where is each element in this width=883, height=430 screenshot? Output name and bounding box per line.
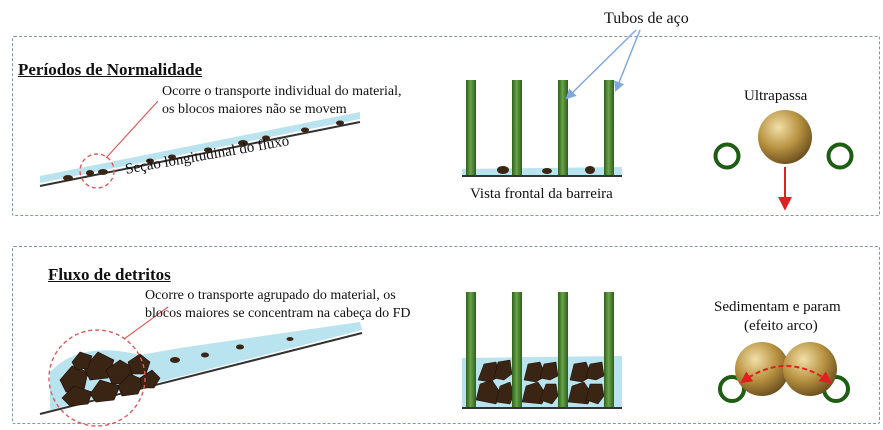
tube-section: [713, 142, 741, 170]
passes-illustration: [713, 110, 854, 211]
steel-tube: [604, 80, 614, 176]
boulder: [783, 342, 837, 396]
leader-line: [105, 100, 159, 159]
boulder-cluster: [59, 351, 161, 407]
rock-fill: [475, 359, 605, 405]
highlight-circle: [48, 329, 146, 427]
steel-tube: [512, 80, 522, 176]
leader-arrow: [614, 29, 641, 92]
highlight-circle: [79, 153, 115, 189]
small-rocks: [497, 166, 595, 174]
normal-barrier-front-view: [462, 29, 641, 177]
steel-tube: [466, 80, 476, 176]
settle-label-line-2: (efeito arco): [744, 318, 818, 334]
debris-note-line-2: blocos maiores se concentram na cabeça d…: [145, 306, 411, 321]
normal-note-line-1: Ocorre o transporte individual do materi…: [162, 84, 402, 99]
steel-tube: [512, 292, 522, 408]
debris-flow-title: Fluxo de detritos: [48, 265, 171, 284]
debris-barrier-front-view: [462, 292, 622, 409]
normal-period-panel: [12, 36, 880, 216]
steel-tube: [558, 80, 568, 176]
slope-line: [39, 121, 361, 187]
arch-arrow: [740, 365, 832, 384]
water-layer: [40, 112, 360, 183]
boulder: [735, 342, 789, 396]
debris-flow-panel: [12, 246, 880, 424]
slope-line: [39, 332, 363, 415]
tube-section: [826, 142, 854, 170]
settle-label-line-1: Sedimentam e param: [714, 299, 841, 315]
normal-flow-section: [39, 100, 361, 189]
boulder: [758, 110, 812, 164]
debris-flow-section: [39, 306, 363, 427]
leader-line: [123, 306, 169, 340]
front-view-label: Vista frontal da barreira: [470, 186, 613, 202]
normal-note-line-2: os blocos maiores não se movem: [162, 102, 347, 117]
small-rocks: [63, 120, 344, 181]
passes-label: Ultrapassa: [744, 88, 808, 104]
steel-tube: [466, 292, 476, 408]
small-rocks: [170, 337, 294, 363]
leader-arrow: [565, 29, 637, 100]
steel-tubes-label: Tubos de aço: [604, 10, 689, 27]
steel-tube: [604, 292, 614, 408]
debris-note-line-1: Ocorre o transporte agrupado do material…: [145, 288, 396, 303]
arching-illustration: [718, 342, 850, 403]
steel-tube: [558, 292, 568, 408]
normal-period-title: Períodos de Normalidade: [18, 60, 203, 79]
